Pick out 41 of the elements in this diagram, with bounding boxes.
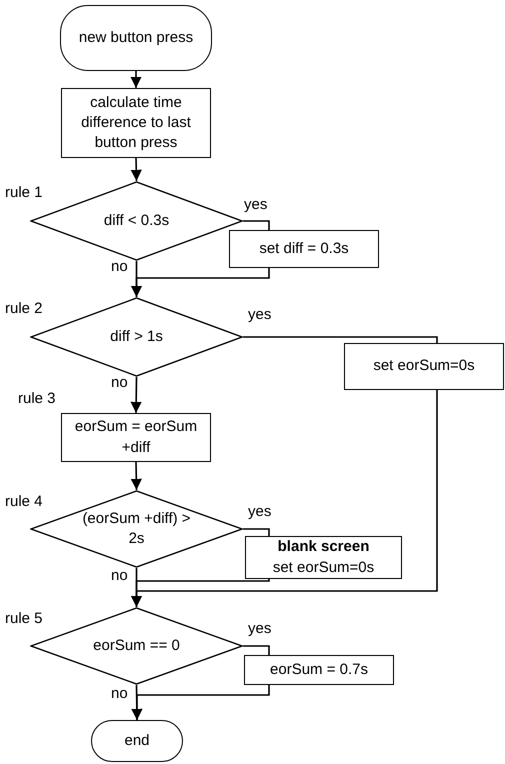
arrow [130,376,142,414]
node-text: end [124,730,150,751]
node-text: diff > 1s [110,326,163,347]
connector-line [243,528,270,536]
arrow [130,268,270,297]
node-text: eorSum = 0.7s [270,660,368,680]
connector-line [243,220,270,230]
node-text: set eorSum=0s [373,356,475,376]
process-box [61,88,211,158]
node-heading: blank screen [278,537,370,558]
rule-label: rule 1 [5,183,43,203]
decision-diamond [30,490,243,568]
rule-label: rule 2 [5,299,43,319]
decision-diamond [30,181,243,261]
node-text: calculate time difference to last button press [80,92,192,154]
node-text: (eorSum +diff) > 2s [82,508,191,549]
terminal-shape [91,720,183,762]
arrow [131,685,270,720]
process-box [229,230,379,268]
rule-label: rule 4 [5,492,43,512]
connector-line [243,336,438,343]
decision-diamond [30,297,243,377]
arrow [130,462,142,490]
terminal-shape [60,5,212,71]
arrow [130,579,270,607]
arrow [130,71,142,88]
connector-line [243,645,270,655]
node-text: eorSum == 0 [93,636,180,656]
process-box [344,343,504,390]
node-text: set diff = 0.3s [259,238,349,259]
node-text: new button press [78,28,194,48]
process-box [245,536,402,579]
node-text: eorSum = eorSum +diff [74,417,198,458]
node-text: diff < 0.3s [104,210,170,231]
node-text: set eorSum=0s [272,558,374,578]
rule-label: rule 5 [5,609,43,629]
process-box [244,655,394,685]
rule-label: rule 3 [18,389,56,409]
arrow [130,158,142,182]
process-box [61,413,211,462]
decision-diamond [30,607,243,685]
